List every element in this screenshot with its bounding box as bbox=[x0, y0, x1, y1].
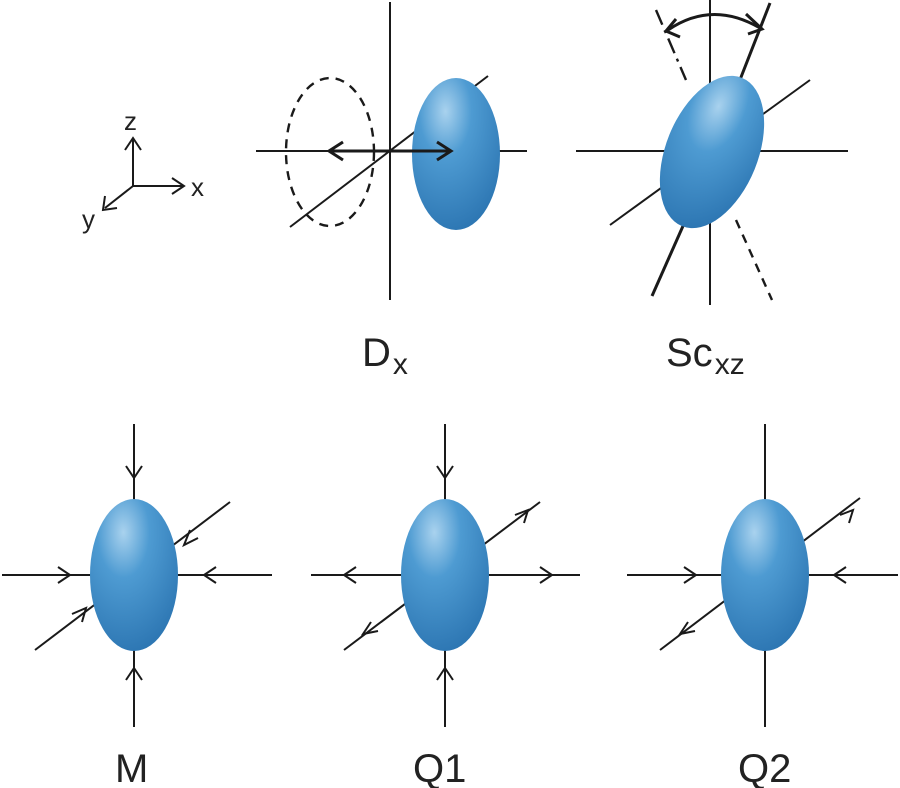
tilted-axis-bottom bbox=[650, 225, 685, 297]
panel-q1-label: Q1 bbox=[413, 747, 466, 788]
nucleus-ellipsoid bbox=[401, 499, 489, 651]
arrow-inward-bottom bbox=[436, 666, 454, 681]
tilted-axis-top bbox=[734, 2, 772, 91]
panel-q2: Q2 bbox=[627, 424, 898, 788]
panel-scxz: Scxz bbox=[576, 0, 848, 381]
y-axis-label: y bbox=[82, 204, 95, 234]
arrow-inward-top bbox=[436, 465, 454, 480]
original-axis-dashdot bbox=[654, 9, 688, 81]
x-axis-label: x bbox=[191, 172, 204, 202]
arrow-outward-front bbox=[360, 621, 379, 636]
arrow-inward-front bbox=[71, 606, 88, 623]
arrow-inward-bottom bbox=[125, 666, 143, 681]
nucleus-ellipsoid bbox=[90, 499, 178, 651]
original-axis-dashed bbox=[734, 219, 774, 301]
arrow-inward-left bbox=[683, 566, 698, 584]
panel-q1: Q1 bbox=[311, 424, 580, 788]
panel-dx-label: Dx bbox=[362, 331, 408, 381]
panel-scxz-label: Scxz bbox=[666, 331, 745, 381]
arrow-inward-top bbox=[125, 465, 143, 480]
panel-m-label: M bbox=[115, 747, 148, 788]
arrow-inward-right bbox=[202, 566, 217, 584]
z-axis-label: z bbox=[124, 106, 137, 136]
nucleus-ellipsoid bbox=[721, 499, 809, 651]
arrow-outward-back bbox=[839, 508, 855, 524]
panel-q2-label: Q2 bbox=[738, 747, 791, 788]
panel-m: M bbox=[2, 424, 272, 788]
arrow-inward-back bbox=[182, 529, 199, 548]
coordinate-axes: z x y bbox=[82, 106, 204, 234]
nucleus-ellipsoid-tilted bbox=[659, 75, 765, 229]
arrow-outward-right bbox=[539, 566, 554, 584]
arrow-outward-left bbox=[342, 566, 357, 584]
panel-dx: Dx bbox=[256, 2, 527, 381]
nucleus-ellipsoid bbox=[412, 78, 500, 230]
arrow-inward-right bbox=[832, 566, 847, 584]
arrow-inward-left bbox=[57, 566, 72, 584]
arrow-outward-front bbox=[677, 621, 696, 636]
rotation-arc-arrow bbox=[667, 13, 761, 32]
arrow-outward-back bbox=[514, 508, 530, 524]
